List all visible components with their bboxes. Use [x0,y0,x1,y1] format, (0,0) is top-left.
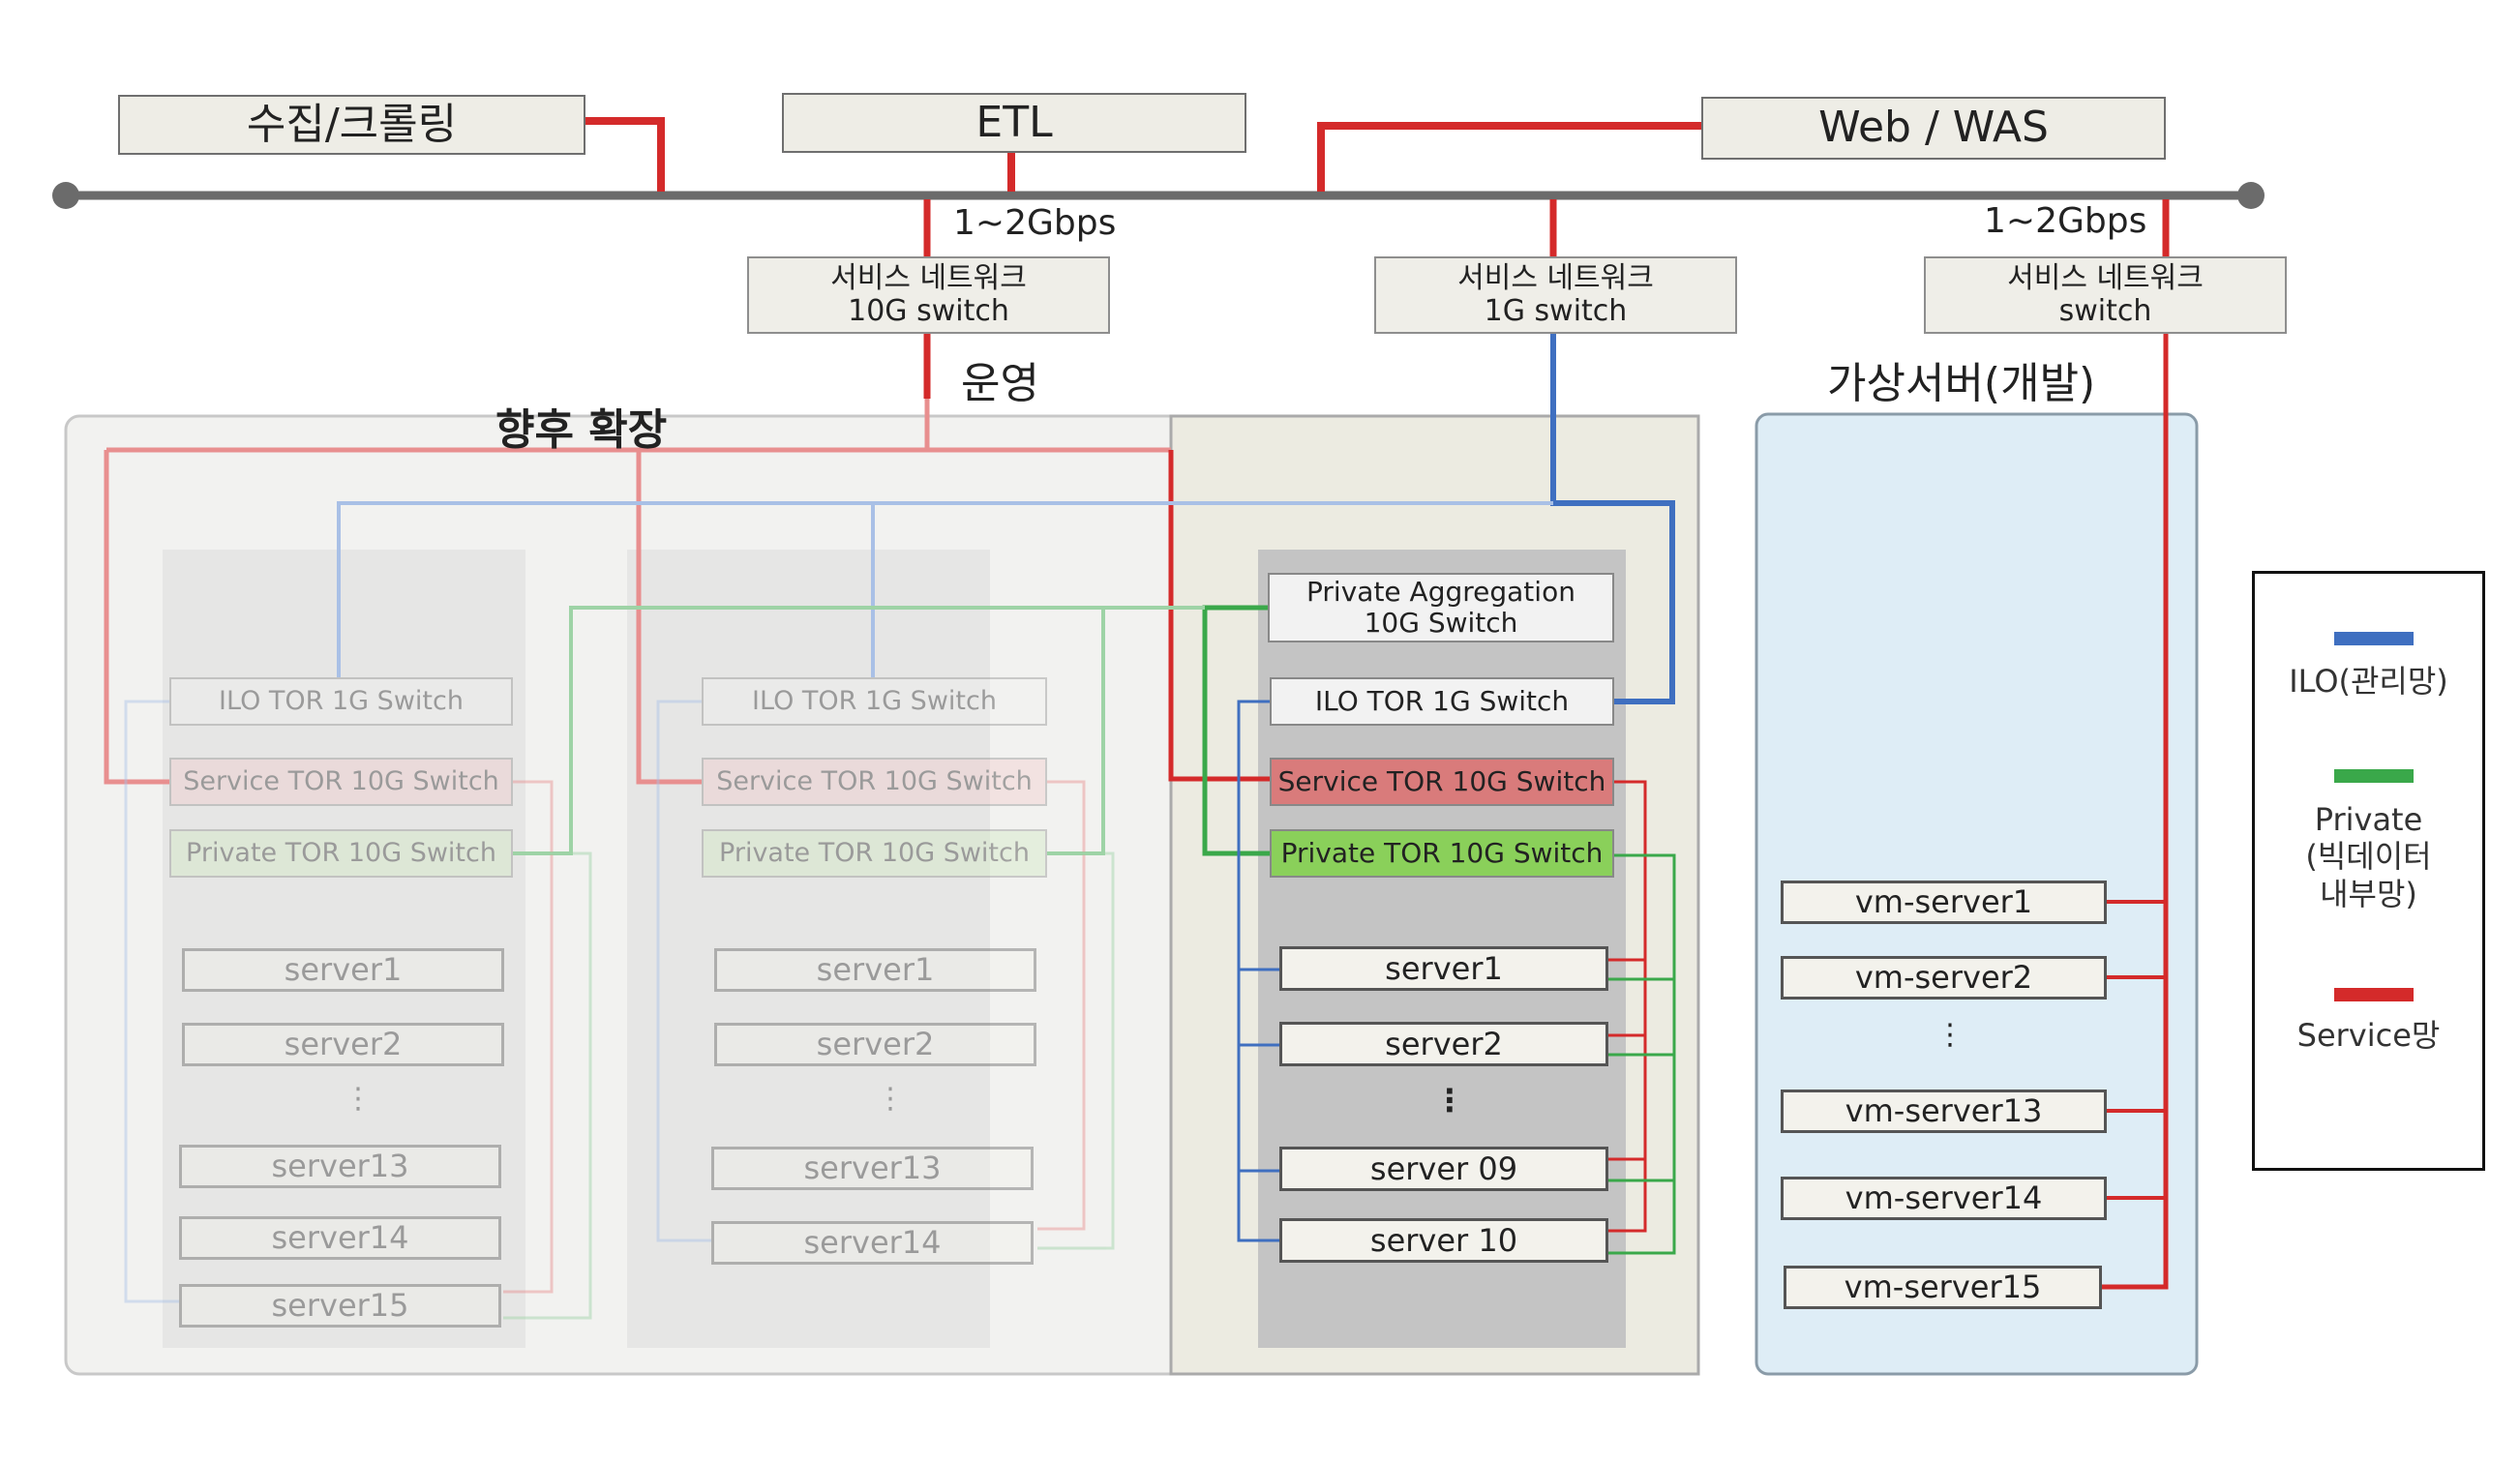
server-item: server15 [179,1284,501,1328]
future-expansion-title: 향후 확장 [495,405,668,455]
server-item: server13 [179,1145,501,1188]
server-ellipsis: ⋮ [1434,1082,1465,1119]
legend: ILO(관리망) Private (빅데이터 내부망) Service망 [2252,571,2485,1171]
switch-line1: 서비스 네트워크 [2007,260,2204,295]
legend-service-label: Service망 [2296,1017,2441,1054]
collection-link [585,117,665,192]
legend-private-swatch [2334,769,2414,783]
server-item: server14 [179,1216,501,1260]
switch-line1: 서비스 네트워크 [1457,260,1654,295]
backbone-end-left [52,182,79,209]
server-item: server1 [714,948,1036,992]
vm-server-item: vm-server14 [1781,1177,2107,1220]
server-item: server2 [1279,1022,1608,1066]
private-tor-switch: Private TOR 10G Switch [1270,829,1614,878]
legend-service-swatch [2334,988,2414,1001]
legend-ilo-swatch [2334,632,2414,645]
server-item: server1 [1279,946,1608,991]
bandwidth-label-left: 1~2Gbps [953,203,1117,243]
webwas-link [1317,122,1701,192]
aggregation-line1: Private Aggregation [1306,575,1575,608]
service-tor-switch: Service TOR 10G Switch [169,758,513,806]
service-tor-switch: Service TOR 10G Switch [702,758,1047,806]
server-ellipsis: ⋮ [344,1082,373,1116]
server-item: server14 [711,1221,1034,1265]
service-tor-switch: Service TOR 10G Switch [1270,758,1614,806]
virtual-server-title: 가상서버(개발) [1827,359,2096,408]
ilo-tor-switch: ILO TOR 1G Switch [1270,677,1614,726]
ilo-tor-switch: ILO TOR 1G Switch [169,677,513,726]
vm-server-item: vm-server13 [1781,1090,2107,1133]
backbone-end-right [2237,182,2265,209]
private-aggregation-switch: Private Aggregation 10G Switch [1268,573,1614,642]
vm-server-item: vm-server15 [1784,1266,2102,1309]
collection-crawling-box: 수집/크롤링 [118,95,585,155]
legend-ilo-label: ILO(관리망) [2289,663,2448,700]
future-rack-2-bg [627,550,990,1348]
vm-server-item: vm-server2 [1781,956,2107,1000]
vm-server-item: vm-server1 [1781,881,2107,924]
vm-server-ellipsis: ⋮ [1935,1018,1965,1052]
operation-section-title: 운영 [961,359,1039,408]
etl-box: ETL [782,93,1246,153]
service-network-1g-switch: 서비스 네트워크 1G switch [1374,256,1737,334]
private-tor-switch: Private TOR 10G Switch [169,829,513,878]
server-item: server13 [711,1147,1034,1190]
service-network-vm-switch: 서비스 네트워크 switch [1924,256,2287,334]
service-network-10g-switch: 서비스 네트워크 10G switch [747,256,1110,334]
switch-line1: 서비스 네트워크 [830,260,1027,295]
bandwidth-label-right: 1~2Gbps [1984,201,2147,241]
server-ellipsis: ⋮ [876,1082,905,1116]
web-was-box: Web / WAS [1701,97,2166,160]
server-item: server 09 [1279,1147,1608,1191]
legend-private-label: Private (빅데이터 내부망) [2305,801,2432,912]
private-tor-switch: Private TOR 10G Switch [702,829,1047,878]
aggregation-line2: 10G Switch [1364,607,1518,639]
server-item: server2 [714,1023,1036,1066]
server-item: server1 [182,948,504,992]
ilo-tor-switch: ILO TOR 1G Switch [702,677,1047,726]
server-item: server 10 [1279,1218,1608,1263]
switch-line2: 10G switch [848,294,1009,328]
switch-line2: 1G switch [1484,294,1628,328]
future-rack-1-bg [163,550,525,1348]
switch-line2: switch [2058,294,2152,328]
server-item: server2 [182,1023,504,1066]
